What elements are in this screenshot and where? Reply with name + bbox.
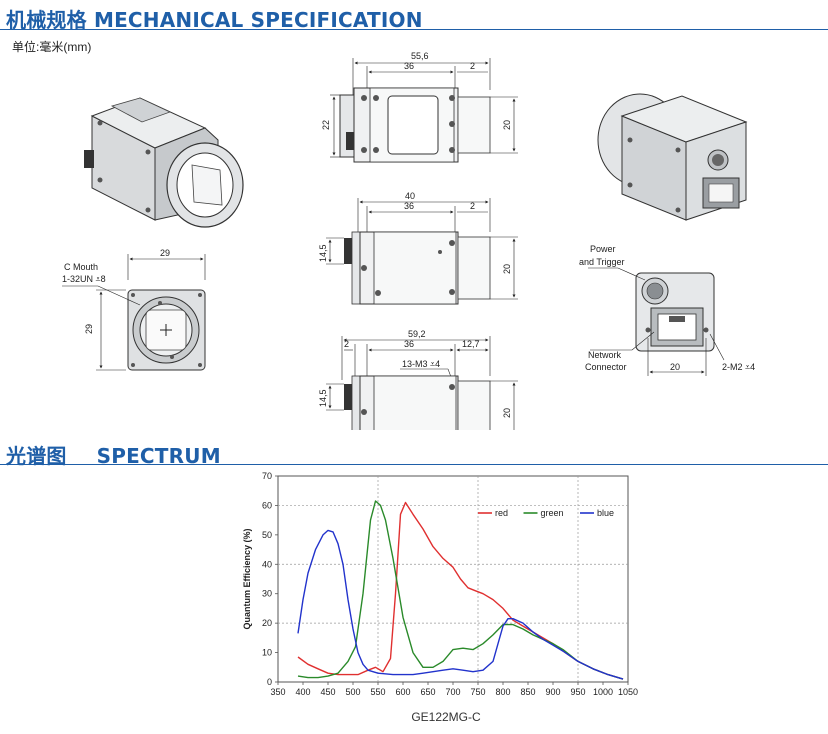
y-tick-label: 60 [262, 500, 272, 510]
x-tick-label: 800 [495, 687, 510, 697]
back-hole-dim: 2-M2 ⩡4 [722, 362, 755, 372]
y-tick-label: 30 [262, 589, 272, 599]
front-view [62, 254, 206, 371]
power-label: Power [590, 244, 616, 254]
bottom-hole-dim: 13-M3 ⩡4 [402, 359, 440, 369]
legend-label-green: green [541, 508, 564, 518]
plot-area [277, 475, 629, 683]
y-ticks: 0 10 20 30 40 50 60 70 [262, 471, 278, 687]
y-tick-label: 70 [262, 471, 272, 481]
top-right-height-dim: 20 [502, 120, 512, 130]
legend-label-blue: blue [597, 508, 614, 518]
y-tick-label: 10 [262, 648, 272, 658]
legend-label-red: red [495, 508, 508, 518]
c-mouth-label: C Mouth [64, 262, 98, 272]
camera-3d-front [84, 97, 244, 228]
x-tick-label: 1050 [618, 687, 638, 697]
side-view-middle [326, 198, 518, 305]
mechanical-title: 机械规格 MECHANICAL SPECIFICATION [6, 8, 423, 32]
mechanical-title-rule [0, 29, 828, 30]
x-tick-label: 550 [370, 687, 385, 697]
trigger-label: and Trigger [579, 257, 625, 267]
x-tick-label: 1000 [593, 687, 613, 697]
mid-left-height-dim: 14,5 [318, 244, 328, 262]
camera-3d-back [597, 93, 748, 221]
top-body-dim: 36 [404, 61, 414, 71]
y-tick-label: 0 [267, 677, 272, 687]
top-overall-dim: 55,6 [411, 51, 429, 61]
front-height-dim: 29 [84, 324, 94, 334]
mid-offset-dim: 2 [470, 201, 475, 211]
x-tick-label: 700 [445, 687, 460, 697]
side-view-top [330, 58, 518, 163]
y-axis-label: Quantum Efficiency (%) [242, 528, 252, 629]
back-view [588, 267, 725, 376]
model-label: GE122MG-C [411, 710, 481, 724]
side-view-bottom [326, 336, 518, 430]
x-tick-label: 500 [345, 687, 360, 697]
series-line-red [297, 501, 624, 680]
series-line-blue [297, 529, 624, 680]
top-left-height-dim: 22 [321, 120, 331, 130]
bottom-right-height-dim: 20 [502, 408, 512, 418]
top-offset-dim: 2 [470, 61, 475, 71]
y-tick-label: 20 [262, 618, 272, 628]
x-tick-label: 400 [295, 687, 310, 697]
x-tick-label: 900 [545, 687, 560, 697]
x-tick-label: 600 [395, 687, 410, 697]
unit-label: 单位:毫米(mm) [12, 40, 92, 54]
legend: red green blue [478, 508, 614, 518]
bottom-left-height-dim: 14,5 [318, 389, 328, 407]
x-tick-label: 450 [320, 687, 335, 697]
bottom-right-dim: 12,7 [462, 339, 480, 349]
x-tick-label: 750 [470, 687, 485, 697]
mechanical-drawing: C Mouth 1-32UN ⩡8 29 29 55,6 36 2 22 20 [62, 51, 755, 430]
mid-right-height-dim: 20 [502, 264, 512, 274]
x-tick-label: 650 [420, 687, 435, 697]
x-tick-label: 950 [570, 687, 585, 697]
front-width-dim: 29 [160, 248, 170, 258]
x-tick-label: 850 [520, 687, 535, 697]
y-tick-label: 50 [262, 530, 272, 540]
network-label: Network [588, 350, 622, 360]
spectrum-title-rule [0, 464, 828, 465]
y-tick-label: 40 [262, 559, 272, 569]
bottom-body-dim: 36 [404, 339, 414, 349]
bottom-left-small-dim: 2 [344, 339, 349, 349]
series-lines [297, 500, 624, 680]
back-width-dim: 20 [670, 362, 680, 372]
x-tick-label: 350 [270, 687, 285, 697]
c-mouth-thread-label: 1-32UN ⩡8 [62, 274, 106, 284]
mid-overall-dim: 40 [405, 191, 415, 201]
mid-body-dim: 36 [404, 201, 414, 211]
bottom-overall-dim: 59,2 [408, 329, 426, 339]
connector-label: Connector [585, 362, 627, 372]
x-ticks: 350 400 450 500 550 600 650 700 750 800 850 900 950 1… [270, 682, 638, 697]
